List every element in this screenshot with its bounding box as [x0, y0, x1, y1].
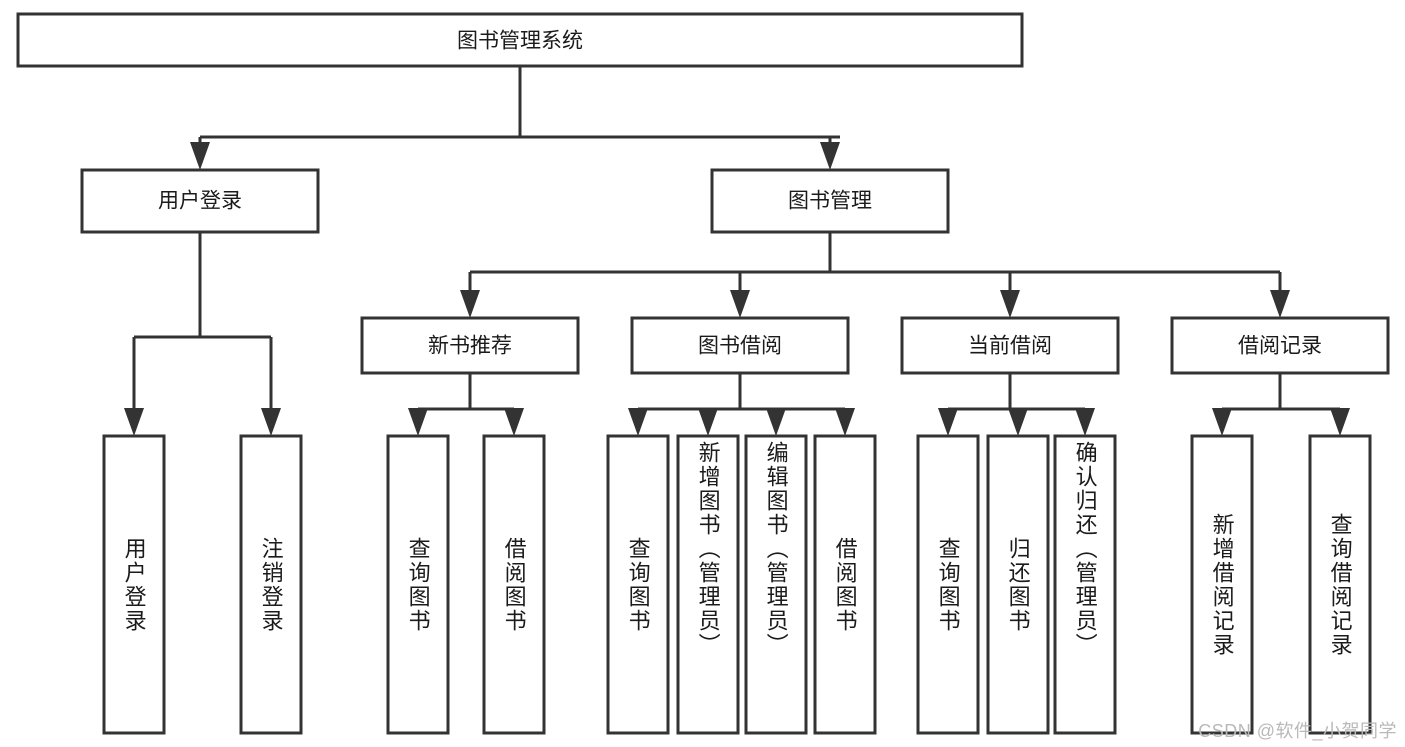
arrowhead-bo-query-book	[628, 408, 648, 436]
connector-group-borrow	[628, 373, 855, 436]
arrowhead-book-mgmt	[820, 142, 840, 170]
arrowhead-rec-add-record	[1212, 408, 1232, 436]
connector-group-current	[938, 373, 1095, 436]
node-book-management-box	[710, 168, 950, 234]
node-new-book-recommend-label: 新书推荐	[428, 335, 512, 358]
leaf-box-user-login[interactable]	[102, 434, 166, 735]
leaf-box-logout[interactable]	[239, 434, 303, 735]
node-root-system-label: 图书管理系统	[457, 30, 583, 53]
connector-group-new-books	[408, 373, 524, 436]
node-user-login-box	[80, 168, 320, 234]
connector-group-book-mgmt	[460, 232, 1290, 318]
arrowhead-user-login	[190, 142, 210, 170]
arrowhead-records	[1270, 290, 1290, 318]
leaf-box-bo-query-book[interactable]	[606, 434, 670, 735]
node-user-login[interactable]: 用户登录	[80, 168, 320, 234]
arrowhead-cur-return-book	[1008, 408, 1028, 436]
node-new-book-recommend[interactable]: 新书推荐	[360, 316, 580, 375]
arrowhead-nb-borrow-book	[504, 408, 524, 436]
arrowhead-cur-confirm-return	[1075, 408, 1095, 436]
arrowhead-bo-add-book	[698, 408, 718, 436]
arrowhead-borrow	[730, 290, 750, 318]
node-book-management[interactable]: 图书管理	[710, 168, 950, 234]
arrowhead-bo-borrow-book	[835, 408, 855, 436]
leaf-box-cur-confirm-return[interactable]	[1053, 434, 1117, 735]
leaf-box-cur-query-book[interactable]	[916, 434, 980, 735]
connector-group-records	[1212, 373, 1350, 436]
arrowhead-nb-query-book	[408, 408, 428, 436]
leaf-box-rec-add-record[interactable]	[1190, 434, 1254, 735]
node-borrow-records-label: 借阅记录	[1238, 335, 1322, 358]
node-user-login-label: 用户登录	[158, 190, 242, 213]
leaf-box-nb-query-book[interactable]	[386, 434, 450, 735]
node-book-borrow[interactable]: 图书借阅	[630, 316, 850, 375]
arrowhead-cur-query-book	[938, 408, 958, 436]
arrowhead-current	[1000, 290, 1020, 318]
node-borrow-records[interactable]: 借阅记录	[1170, 316, 1390, 375]
node-current-borrow[interactable]: 当前借阅	[900, 316, 1120, 375]
node-book-borrow-label: 图书借阅	[698, 335, 782, 358]
node-new-book-recommend-box	[360, 316, 580, 375]
arrowhead-leaf-user-login	[124, 408, 144, 436]
arrowhead-rec-query-record	[1330, 408, 1350, 436]
node-book-borrow-box	[630, 316, 850, 375]
leaf-box-cur-return-book[interactable]	[986, 434, 1050, 735]
leaf-box-nb-borrow-book[interactable]	[482, 434, 546, 735]
leaf-box-bo-borrow-book[interactable]	[813, 434, 877, 735]
connector-group-root	[190, 66, 840, 170]
node-root-system-box	[16, 12, 1024, 68]
leaf-box-bo-add-book[interactable]	[676, 434, 740, 735]
leaf-box-group	[102, 434, 1372, 735]
arrowhead-bo-edit-book	[766, 408, 786, 436]
node-current-borrow-label: 当前借阅	[968, 335, 1052, 358]
arrowhead-new-books	[460, 290, 480, 318]
leaf-box-bo-edit-book[interactable]	[744, 434, 808, 735]
csdn-watermark: CSDN @软件_小贺同学	[1198, 721, 1397, 741]
node-current-borrow-box	[900, 316, 1120, 375]
node-book-management-label: 图书管理	[788, 190, 872, 213]
node-borrow-records-box	[1170, 316, 1390, 375]
node-root-system[interactable]: 图书管理系统	[16, 12, 1024, 68]
arrowhead-leaf-logout	[261, 408, 281, 436]
leaf-box-rec-query-record[interactable]	[1308, 434, 1372, 735]
connector-group-user-login	[124, 232, 281, 436]
